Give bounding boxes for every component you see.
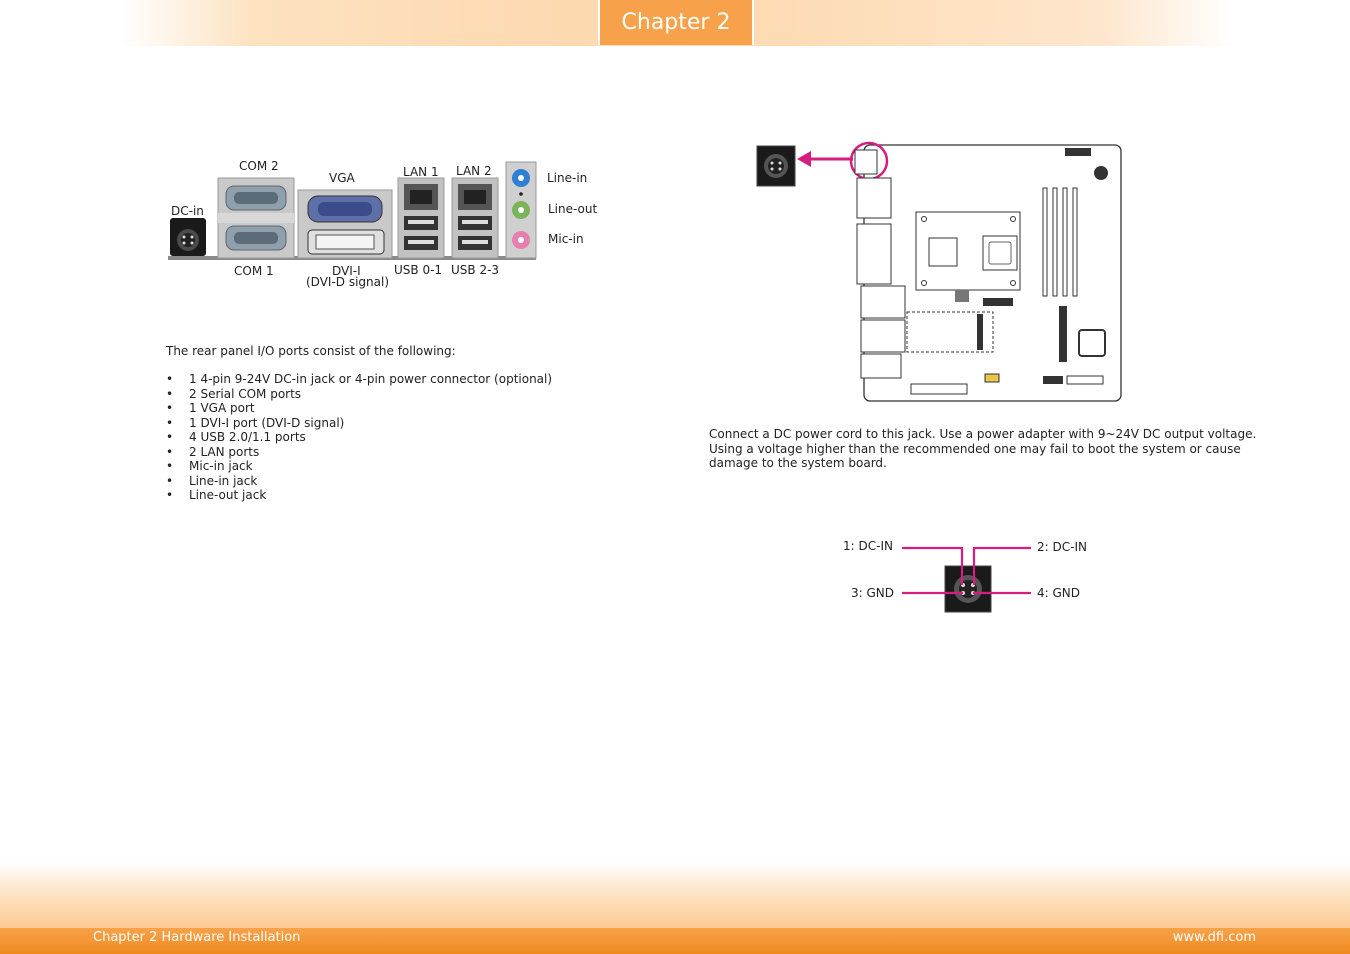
- list-item: Mic-in jack: [166, 459, 552, 474]
- dc-description: Connect a DC power cord to this jack. Us…: [709, 427, 1257, 470]
- list-item: Line-in jack: [166, 474, 552, 489]
- board-diagram: [756, 141, 1122, 402]
- label-mic-in: Mic-in: [548, 232, 584, 246]
- dc-jack-pinout-icon: [944, 565, 992, 613]
- dc-in-jack-icon: [170, 218, 206, 256]
- label-line-in: Line-in: [547, 171, 588, 185]
- label-dvi: DVI-I: [332, 264, 361, 278]
- list-item: 1 4-pin 9-24V DC-in jack or 4-pin power …: [166, 372, 552, 387]
- list-item: 1 DVI-I port (DVI-D signal): [166, 416, 552, 431]
- label-com2: COM 2: [239, 159, 279, 173]
- label-usb23: USB 2-3: [451, 263, 500, 277]
- list-item: 2 LAN ports: [166, 445, 552, 460]
- dc-jack-thumbnail-icon: [756, 145, 796, 187]
- arrow-left-icon: [797, 151, 853, 167]
- lan2-usb23-ports-icon: [451, 177, 499, 259]
- label-usb01: USB 0-1: [394, 263, 443, 277]
- footer-chapter-title: Chapter 2 Hardware Installation: [93, 930, 301, 945]
- io-intro-text: The rear panel I/O ports consist of the …: [166, 344, 456, 358]
- label-dc-in: DC-in: [171, 204, 204, 218]
- label-dvi-note: (DVI-D signal): [306, 275, 390, 289]
- audio-jacks-icon: [505, 161, 537, 259]
- pin3-label: 3: GND: [851, 586, 895, 600]
- chapter-tab: Chapter 2: [598, 0, 754, 45]
- vga-dvi-ports-icon: [297, 189, 393, 259]
- list-item: Line-out jack: [166, 488, 552, 503]
- lan1-usb01-ports-icon: [397, 177, 445, 259]
- pin1-label: 1: DC-IN: [843, 539, 893, 553]
- label-lan2: LAN 2: [456, 164, 492, 178]
- pin4-label: 4: GND: [1037, 586, 1081, 600]
- list-item: 1 VGA port: [166, 401, 552, 416]
- list-item: 2 Serial COM ports: [166, 387, 552, 402]
- label-line-out: Line-out: [548, 202, 598, 216]
- list-item: 4 USB 2.0/1.1 ports: [166, 430, 552, 445]
- footer-band: [0, 862, 1350, 930]
- rear-panel-image: [168, 161, 537, 260]
- label-lan1: LAN 1: [403, 165, 439, 179]
- pin2-label: 2: DC-IN: [1037, 540, 1087, 554]
- com-ports-icon: [217, 177, 295, 259]
- footer-website-link[interactable]: www.dfi.com: [1172, 930, 1256, 945]
- io-port-list: 1 4-pin 9-24V DC-in jack or 4-pin power …: [166, 372, 552, 503]
- label-com1: COM 1: [234, 264, 274, 278]
- label-vga: VGA: [329, 171, 355, 185]
- pinout-diagram: [902, 546, 1031, 613]
- footer-bar: [0, 928, 1350, 954]
